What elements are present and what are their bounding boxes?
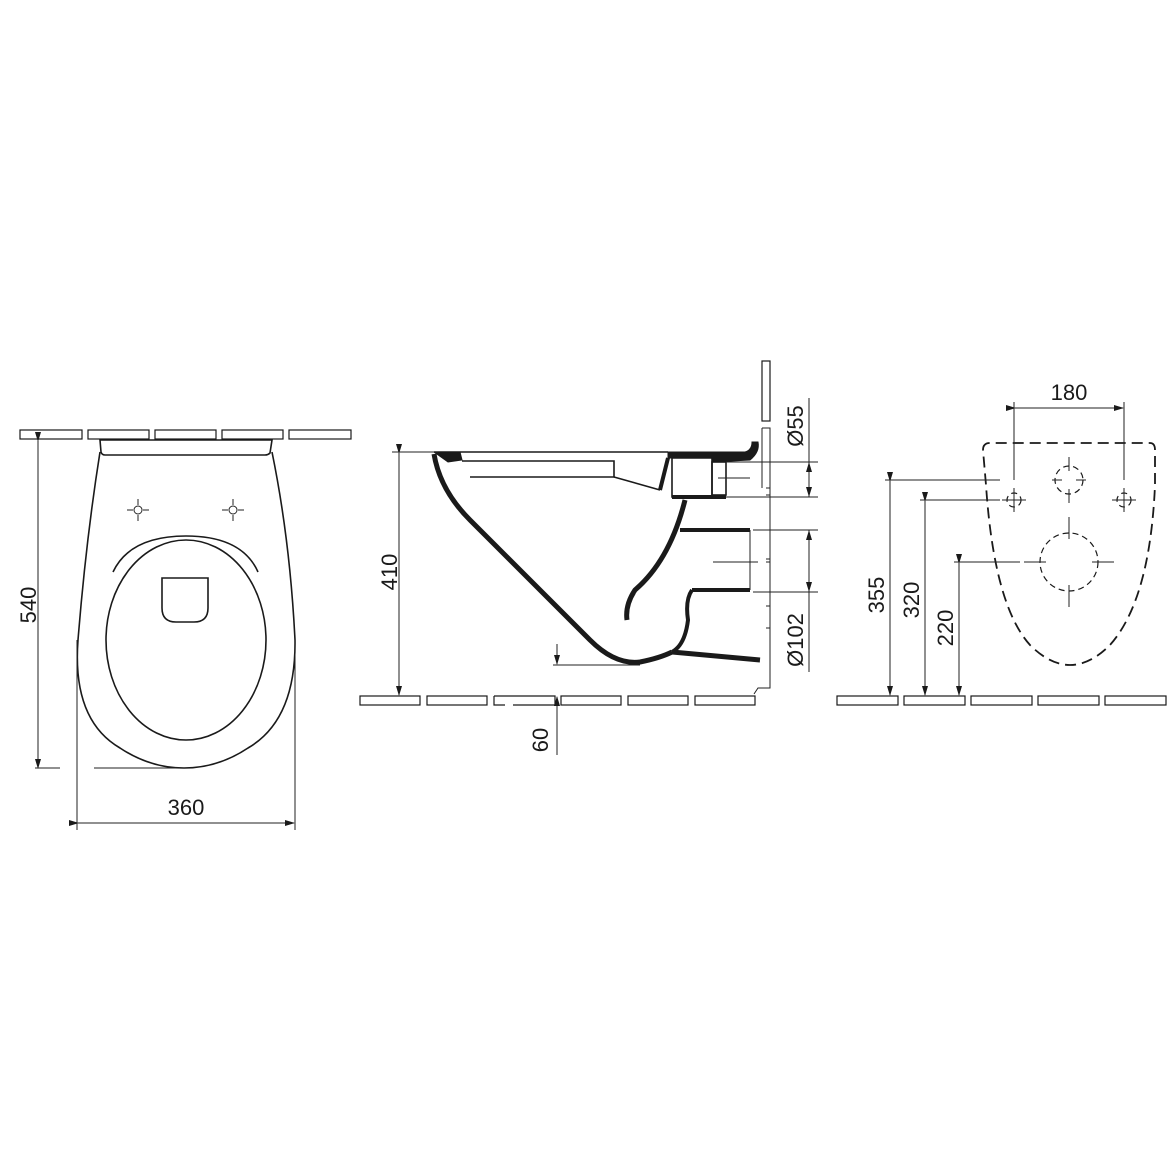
bolt-height-label: 320	[899, 582, 924, 619]
dimension-width: 360	[69, 640, 296, 830]
bolt-hole-icon	[1002, 488, 1026, 512]
height-label: 410	[377, 554, 402, 591]
dimension-depth: 540	[16, 432, 180, 769]
depth-label: 540	[16, 587, 41, 624]
bowl-outline	[76, 451, 296, 769]
back-plate	[99, 439, 273, 456]
toilet-section	[431, 441, 761, 665]
side-view: 410 60 Ø55 Ø102	[359, 360, 818, 755]
outlet-hole-icon	[1024, 517, 1114, 607]
dimension-height: 410	[377, 444, 438, 696]
dimension-inlet-height: 355	[864, 472, 1000, 696]
lid-stopper	[161, 577, 209, 623]
mounting-hole-icon	[127, 499, 149, 521]
inlet-diameter-label: Ø55	[783, 405, 808, 447]
rear-view: 180 355 320	[836, 380, 1167, 706]
dimension-bolt-height: 320	[899, 492, 1000, 696]
floor-tiles	[836, 695, 1167, 706]
mounting-hole-icon	[222, 499, 244, 521]
bolt-hole-icon	[1112, 488, 1136, 512]
outlet-diameter-label: Ø102	[783, 613, 808, 667]
floor-gap-label: 60	[528, 728, 553, 752]
wall-tiles	[19, 429, 352, 440]
seat-hinge-curve	[112, 535, 259, 573]
bolt-spacing-label: 180	[1051, 380, 1088, 405]
width-label: 360	[168, 795, 205, 820]
dimension-bolt-spacing: 180	[1006, 380, 1125, 480]
seat-ring	[105, 539, 267, 741]
top-view: 540 360	[16, 429, 352, 830]
dimension-floor-gap: 60	[528, 644, 640, 755]
dimension-outlet-height: 220	[933, 554, 1020, 696]
bowl-outline-dashed	[982, 442, 1156, 666]
outlet-height-label: 220	[933, 610, 958, 647]
dimension-outlet-diameter: Ø102	[753, 529, 818, 672]
inlet-hole-icon	[1052, 457, 1086, 503]
floor-tiles	[359, 695, 756, 706]
inlet-height-label: 355	[864, 577, 889, 614]
wall-section	[753, 360, 771, 695]
dimension-inlet-diameter: Ø55	[726, 398, 818, 498]
